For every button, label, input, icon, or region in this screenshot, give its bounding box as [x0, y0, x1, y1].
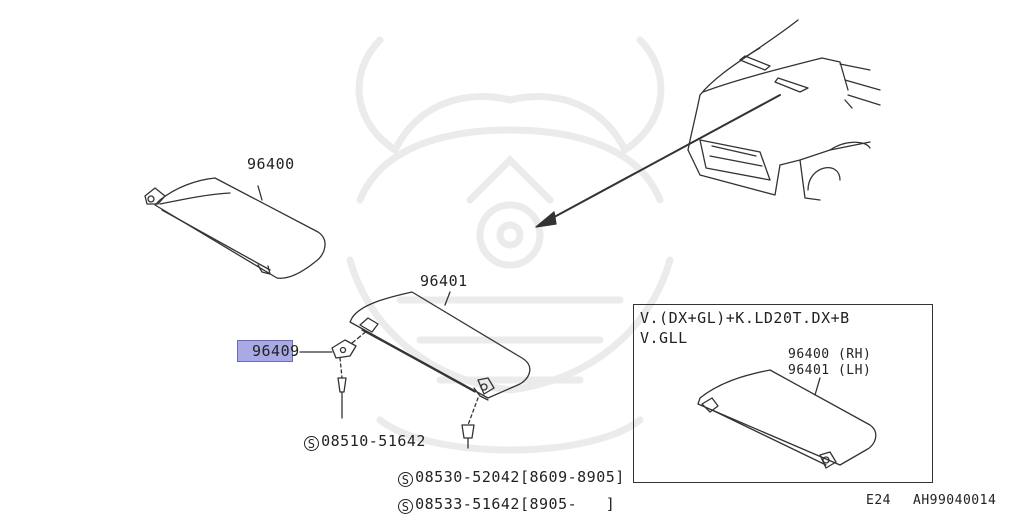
fastener-range: [8609-8905]: [519, 468, 625, 486]
inset-sun-visor: [697, 369, 877, 469]
highlight-box: [237, 340, 293, 362]
fastener-range: [8905- ]: [519, 495, 616, 513]
vehicle-illustration: [687, 19, 881, 201]
arrow-head-icon: [535, 211, 557, 228]
inset-label-lh[interactable]: 96401 (LH): [788, 363, 872, 378]
label-96409[interactable]: 96409: [252, 342, 300, 360]
inset-box: [633, 304, 933, 483]
sun-visor-96400: [144, 177, 326, 279]
watermark-crest-icon: [346, 36, 674, 454]
s-symbol-icon: S: [304, 436, 320, 451]
s-symbol-icon: S: [398, 499, 414, 514]
leader-96400: [257, 185, 263, 201]
leader-96401: [444, 291, 451, 306]
inset-label-rh[interactable]: 96400 (RH): [788, 347, 872, 362]
fastener-part: 08530-52042: [415, 468, 520, 486]
clip-fastener: [461, 397, 479, 449]
footer-section: E24: [866, 493, 891, 508]
footer-code: AH99040014: [913, 493, 997, 508]
inset-model-line1: V.(DX+GL)+K.LD20T.DX+B: [640, 309, 850, 327]
label-96401[interactable]: 96401: [420, 272, 468, 290]
s-symbol-icon: S: [398, 472, 414, 487]
leader-inset: [814, 377, 821, 396]
bracket-96409: [299, 329, 369, 419]
label-96400[interactable]: 96400: [247, 155, 295, 173]
sun-visor-96401: [349, 291, 531, 401]
fastener-part: 08533-51642: [415, 495, 520, 513]
fastener-part: 08510-51642: [321, 432, 426, 450]
inset-model-line2: V.GLL: [640, 329, 688, 347]
leader-arrow: [544, 94, 781, 223]
line-art: [144, 19, 881, 469]
